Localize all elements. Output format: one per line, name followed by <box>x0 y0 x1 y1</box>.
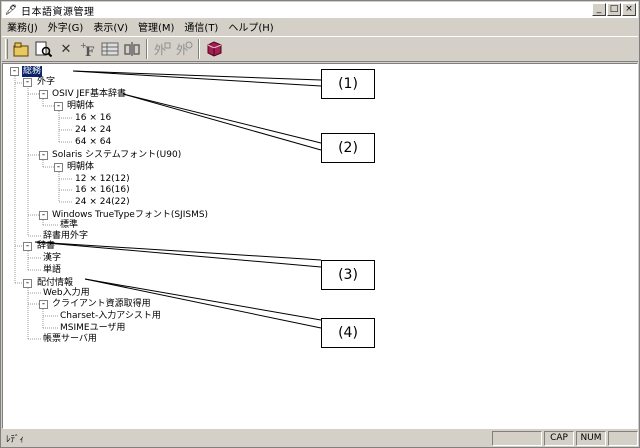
tree-node-dict[interactable]: 辞書 <box>37 241 56 251</box>
tree-node-gaiji[interactable]: 外字 <box>37 77 56 87</box>
tree-node-mincho[interactable]: 明朝体 <box>67 162 95 172</box>
collapse-toggle[interactable]: - <box>54 102 63 111</box>
minimize-button[interactable]: _ <box>592 3 606 16</box>
collapse-toggle[interactable]: - <box>10 67 19 76</box>
svg-text:F: F <box>85 45 95 57</box>
status-pane-num: NUM <box>576 431 606 446</box>
app-icon: 🖋 <box>4 4 18 16</box>
toolbar-grip[interactable] <box>5 39 8 59</box>
tree-node-osiv[interactable]: OSIV JEF基本辞書 <box>52 89 126 99</box>
tree-node-distrib[interactable]: 配付情報 <box>37 278 74 288</box>
tree-node-word[interactable]: 単語 <box>43 265 62 275</box>
resource-tree[interactable]: - - - - - - - - - - 総務 外字 OSIV JEF基本辞書 明… <box>2 63 638 429</box>
font-table-icon[interactable] <box>99 38 121 60</box>
tree-node-size[interactable]: 16 × 16(16) <box>75 185 130 195</box>
tree-lines <box>14 70 322 340</box>
split-icon[interactable] <box>121 38 143 60</box>
menu-communication[interactable]: 通信(T) <box>184 23 219 34</box>
tree-node-solaris[interactable]: Solaris システムフォント(U90) <box>52 150 182 160</box>
tree-node-form[interactable]: 帳票サーバ用 <box>43 334 97 344</box>
svg-text:外: 外 <box>154 43 166 57</box>
svg-text:+: + <box>80 41 87 50</box>
tree-node-web[interactable]: Web入力用 <box>43 288 90 298</box>
status-bar: ﾚﾃﾞｨ CAP NUM <box>2 430 638 447</box>
tree-node-charset[interactable]: Charset-入力アシスト用 <box>60 311 161 321</box>
tree-node-size[interactable]: 16 × 16 <box>75 113 112 123</box>
callout-4: (4) <box>321 318 375 348</box>
menu-view[interactable]: 表示(V) <box>93 23 128 34</box>
tree-node-size[interactable]: 12 × 12(12) <box>75 174 130 184</box>
menu-bar: 業務(J) 外字(G) 表示(V) 管理(M) 通信(T) ヘルプ(H) <box>2 18 638 35</box>
collapse-toggle[interactable]: - <box>39 151 48 160</box>
status-pane-empty <box>492 431 542 446</box>
collapse-toggle[interactable]: - <box>54 163 63 172</box>
tree-node-size[interactable]: 24 × 24 <box>75 125 112 135</box>
book-icon[interactable] <box>203 38 225 60</box>
tree-node-standard[interactable]: 標準 <box>60 220 79 230</box>
collapse-toggle[interactable]: - <box>39 300 48 309</box>
callout-1: (1) <box>321 69 375 99</box>
toolbar-separator <box>198 39 200 59</box>
collapse-toggle[interactable]: - <box>23 279 32 288</box>
callout-3: (3) <box>321 260 375 290</box>
tree-node-mincho[interactable]: 明朝体 <box>67 101 95 111</box>
menu-gaiji[interactable]: 外字(G) <box>47 23 84 34</box>
maximize-button[interactable]: □ <box>607 3 621 16</box>
tree-node-root[interactable]: 総務 <box>22 66 43 77</box>
callout-2: (2) <box>321 133 375 163</box>
tree-node-msime[interactable]: MSIMEユーザ用 <box>60 323 126 333</box>
tree-node-client[interactable]: クライアント資源取得用 <box>52 299 151 309</box>
tree-node-size[interactable]: 64 × 64 <box>75 137 112 147</box>
collapse-toggle[interactable]: - <box>39 90 48 99</box>
tree-node-dict-gaiji[interactable]: 辞書用外字 <box>43 231 89 241</box>
title-bar: 🖋 日本語資源管理 _ □ × <box>2 2 638 18</box>
close-button[interactable]: × <box>622 3 636 16</box>
open-icon[interactable] <box>11 38 33 60</box>
status-text: ﾚﾃﾞｨ <box>6 435 25 445</box>
tree-node-kanji[interactable]: 漢字 <box>43 253 62 263</box>
collapse-toggle[interactable]: - <box>23 78 32 87</box>
delete-icon[interactable]: ✕ <box>60 41 72 57</box>
search-icon[interactable] <box>33 38 55 60</box>
tree-node-windows[interactable]: Windows TrueTypeフォント(SJISMS) <box>52 210 209 220</box>
menu-business[interactable]: 業務(J) <box>7 23 38 34</box>
toolbar-separator <box>146 39 148 59</box>
font-register-icon[interactable]: 外 <box>151 38 173 60</box>
svg-text:外: 外 <box>176 43 188 57</box>
add-font-icon[interactable]: +F <box>77 38 99 60</box>
toolbar: ✕ +F 外 外 <box>2 36 638 62</box>
status-pane-scroll <box>608 431 638 446</box>
window-controls: _ □ × <box>592 3 636 16</box>
menu-help[interactable]: ヘルプ(H) <box>228 23 274 34</box>
window-title: 日本語資源管理 <box>21 6 95 18</box>
font-view-icon[interactable]: 外 <box>173 38 195 60</box>
menu-manage[interactable]: 管理(M) <box>137 23 175 34</box>
status-pane-caps: CAP <box>544 431 574 446</box>
tree-node-size[interactable]: 24 × 24(22) <box>75 197 130 207</box>
collapse-toggle[interactable]: - <box>39 211 48 220</box>
collapse-toggle[interactable]: - <box>23 242 32 251</box>
